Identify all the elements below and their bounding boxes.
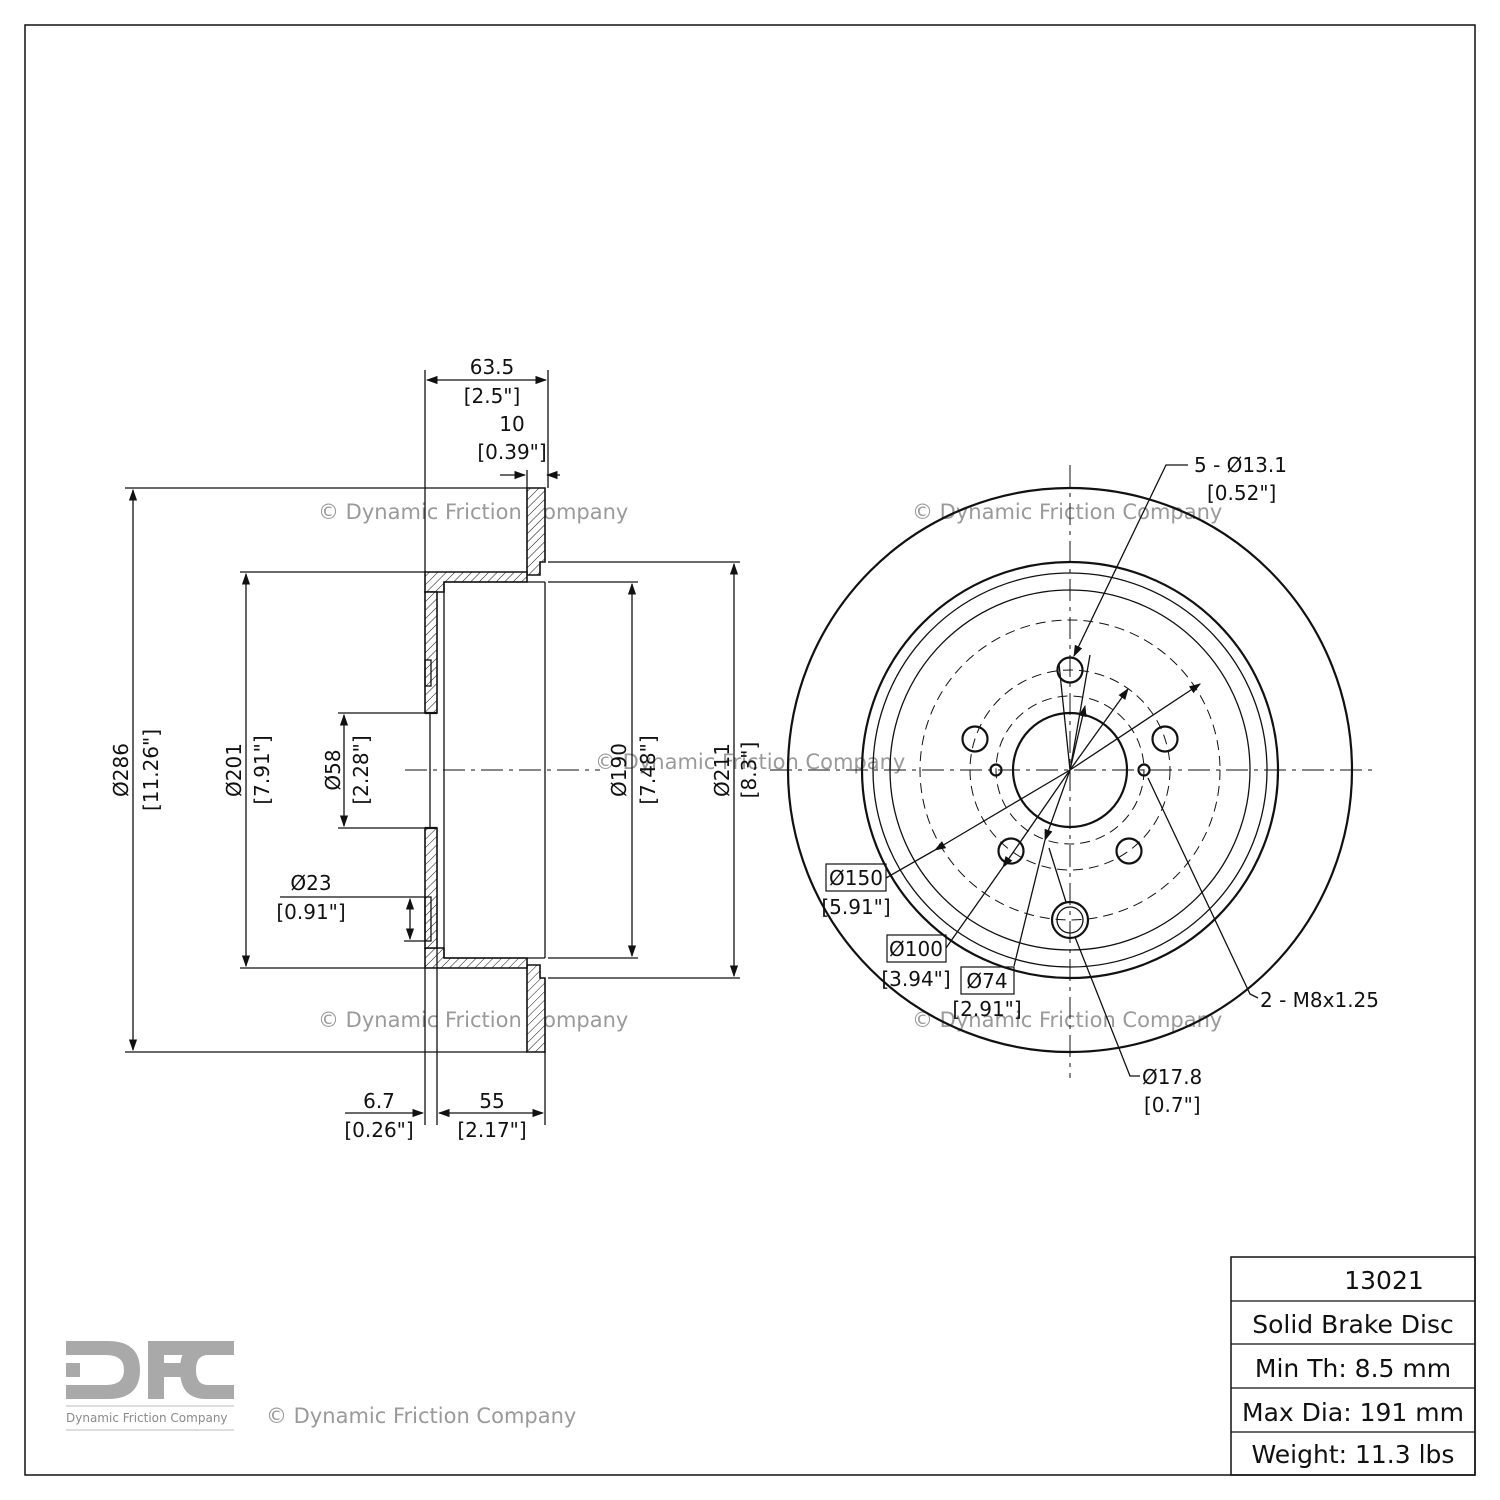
box-pcd-150 <box>825 863 887 892</box>
front-view: 5 - Ø13.1 [0.52"] Ø150 [5.91"] Ø100 [3.9… <box>770 453 1379 1117</box>
logo-subtitle: Dynamic Friction Company <box>66 1411 228 1425</box>
max-diameter: Max Dia: 191 mm <box>1242 1398 1464 1427</box>
bolt-hole <box>1056 656 1084 684</box>
dim-rotor-thickness: 10 <box>499 412 524 436</box>
watermark-text: © Dynamic Friction Company <box>318 500 628 524</box>
label-threaded: 2 - M8x1.25 <box>1260 988 1379 1012</box>
dim-overall-width-in: [2.5"] <box>464 384 521 408</box>
rotor-ring-top <box>526 487 546 576</box>
label-small-hole: Ø17.8 <box>1142 1065 1202 1089</box>
pcd-100-circle <box>969 669 1171 871</box>
dfc-logo: Dynamic Friction Company <box>66 1341 234 1431</box>
title-block: 13021 Solid Brake Disc Min Th: 8.5 mm Ma… <box>1230 1256 1476 1476</box>
pcd-150-circle <box>919 619 1221 921</box>
side-view: 63.5 [2.5"] 10 [0.39"] Ø286 [11.26"] Ø20… <box>109 355 761 1142</box>
watermark-footer: © Dynamic Friction Company <box>266 1404 576 1428</box>
hub-face-upper <box>424 591 438 714</box>
dim-drum-outer: Ø211 <box>710 743 734 797</box>
box-pcd-74 <box>960 966 1015 995</box>
part-description: Solid Brake Disc <box>1252 1310 1454 1339</box>
dim-drum-depth-in: [2.17"] <box>457 1118 526 1142</box>
dim-hub-thickness-in: [0.26"] <box>344 1118 413 1142</box>
dim-drum-outer-in: [8.3"] <box>737 742 761 799</box>
box-pcd-100 <box>886 934 947 963</box>
watermarks: © Dynamic Friction Company © Dynamic Fri… <box>266 500 1222 1428</box>
bolt-hole <box>1151 725 1179 753</box>
label-pcd-100: Ø100 <box>889 937 943 961</box>
rotor-outer-edge <box>786 486 1354 1054</box>
hat-outer-edge <box>860 560 1280 980</box>
dim-hole-step-in: [0.91"] <box>276 900 345 924</box>
label-pcd-100-in: [3.94"] <box>881 967 950 991</box>
center-bore <box>1011 711 1129 829</box>
drawing-frame <box>24 24 1476 1476</box>
dim-outer-diameter-in: [11.26"] <box>139 729 163 811</box>
threaded-hole <box>1137 763 1151 777</box>
part-weight: Weight: 11.3 lbs <box>1252 1440 1455 1469</box>
min-thickness: Min Th: 8.5 mm <box>1255 1354 1451 1383</box>
watermark-text: © Dynamic Friction Company <box>912 500 1222 524</box>
label-pcd-74-in: [2.91"] <box>952 997 1021 1021</box>
dim-center-bore: Ø58 <box>321 749 345 790</box>
watermark-text: © Dynamic Friction Company <box>318 1008 628 1032</box>
bolt-hole <box>961 725 989 753</box>
label-bolt-holes: 5 - Ø13.1 <box>1194 453 1287 477</box>
dim-center-bore-in: [2.28"] <box>349 735 373 804</box>
watermark-text: © Dynamic Friction Company <box>912 1008 1222 1032</box>
threaded-hole <box>989 763 1003 777</box>
dim-overall-width: 63.5 <box>470 355 515 379</box>
dim-drum-depth: 55 <box>479 1089 504 1113</box>
label-small-hole-in: [0.7"] <box>1144 1093 1201 1117</box>
small-hole-outer <box>1050 900 1090 940</box>
dim-outer-diameter: Ø286 <box>109 743 133 797</box>
label-pcd-150: Ø150 <box>829 866 883 890</box>
bolt-hole <box>1115 837 1143 865</box>
label-pcd-74: Ø74 <box>966 969 1007 993</box>
dim-hub-thickness: 6.7 <box>363 1089 395 1113</box>
dim-drum-inner: Ø190 <box>607 743 631 797</box>
part-number: 13021 <box>1344 1266 1424 1295</box>
label-pcd-150-in: [5.91"] <box>821 895 890 919</box>
dim-hat-diameter: Ø201 <box>222 743 246 797</box>
dim-hole-step: Ø23 <box>290 871 331 895</box>
dim-hat-diameter-in: [7.91"] <box>250 735 274 804</box>
pcd-74-circle <box>995 695 1145 845</box>
dim-drum-inner-in: [7.48"] <box>636 735 660 804</box>
rotor-ring-bottom <box>526 964 546 1053</box>
label-bolt-holes-in: [0.52"] <box>1207 481 1276 505</box>
dim-rotor-thickness-in: [0.39"] <box>477 440 546 464</box>
